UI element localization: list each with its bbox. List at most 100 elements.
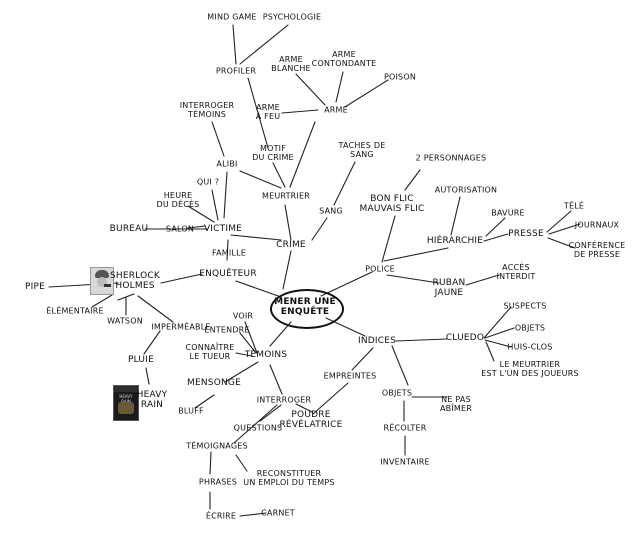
connector-line [485, 341, 495, 362]
node-temoignages: TÉMOIGNAGES [186, 441, 248, 451]
node-meurtrier: MEURTRIER [261, 191, 311, 201]
connector-line [187, 225, 206, 229]
heavy-rain-cover-image: HEAVY RAIN [113, 385, 139, 421]
node-objets: OBJETS [381, 388, 413, 398]
connector-line [223, 171, 228, 219]
node-connaitre-le-tueur: CONNAÎTRE LE TUEUR [185, 343, 235, 361]
connector-line [91, 294, 113, 308]
connector-line [235, 280, 282, 298]
connector-line [239, 170, 282, 189]
node-profiler: PROFILER [215, 66, 257, 76]
connector-line [484, 327, 515, 339]
node-mensonge: MENSONGE [187, 378, 241, 388]
connector-line [272, 162, 286, 188]
node-pluie: PLUIE [128, 355, 154, 365]
node-ecrire: ÉCRIRE [205, 511, 237, 521]
connector-line [383, 247, 449, 262]
node-journaux: JOURNAUX [574, 220, 620, 230]
connector-line [548, 223, 581, 235]
node-suspects: SUSPECTS [503, 301, 547, 311]
node-bavure: BAVURE [491, 208, 525, 218]
node-arme-a-feu: ARME À FEU [255, 103, 281, 121]
central-node: MENER UNE ENQUÊTE [274, 297, 336, 317]
node-arme-blanche: ARME BLANCHE [271, 55, 311, 73]
node-2-personnages: 2 PERSONNAGES [415, 153, 487, 163]
node-salon: SALON [165, 224, 195, 234]
cover-title: HEAVY RAIN [119, 394, 133, 404]
connector-line [235, 454, 248, 472]
connector-line [450, 196, 461, 236]
node-indices: INDICES [357, 336, 397, 346]
connector-line [239, 24, 289, 65]
connector-line [194, 394, 215, 409]
connector-line [485, 217, 506, 237]
node-inventaire: INVENTAIRE [380, 457, 430, 467]
node-empreintes: EMPREINTES [323, 371, 377, 381]
node-bureau: BUREAU [109, 224, 149, 234]
node-le-meurtrier-est-lun-des-joueurs: LE MEURTRIER EST L'UN DES JOUEURS [481, 360, 579, 378]
connector-line [295, 403, 313, 413]
node-alibi: ALIBI [216, 159, 238, 169]
connector-line [211, 189, 219, 221]
node-arme-contondante: ARME CONTONDANTE [311, 50, 377, 68]
node-elementaire: ÉLÉMENTAIRE [46, 306, 104, 316]
node-autorisation: AUTORISATION [434, 185, 498, 195]
connector-line [484, 339, 512, 348]
node-bon-flic-mauvais-flic: BON FLIC MAUVAIS FLIC [359, 194, 425, 214]
node-psychologie: PSYCHOLOGIE [262, 12, 322, 22]
node-qui: QUI ? [196, 177, 220, 187]
node-poison: POISON [383, 72, 417, 82]
connector-line [235, 352, 253, 357]
node-questions: QUESTIONS [233, 423, 283, 433]
node-arme: ARME [324, 105, 348, 115]
node-crime: CRIME [276, 240, 306, 250]
connector-line [160, 273, 203, 284]
connector-line [247, 77, 269, 149]
node-watson: WATSON [107, 316, 143, 326]
connector-line [465, 274, 500, 286]
node-temoins: TÉMOINS [244, 350, 288, 360]
connector-line [546, 210, 572, 233]
node-hierarchie: HIÉRARCHIE [426, 236, 484, 246]
node-objets-cluedo: OBJETS [514, 323, 546, 333]
node-sherlock-holmes: SHERLOCK HOLMES [110, 271, 160, 291]
central-node-oval [270, 289, 344, 329]
node-interroger-temoins: INTERROGER TÉMOINS [179, 101, 235, 119]
node-tele: TÉLÉ [563, 201, 585, 211]
node-bluff: BLUFF [178, 406, 204, 416]
connector-line [259, 404, 282, 422]
connector-line [289, 121, 316, 188]
node-motif-du-crime: MOTIF DU CRIME [252, 144, 294, 162]
node-voir: VOIR [232, 311, 254, 321]
node-poudre-revelatrice: POUDRE RÉVÉLATRICE [279, 410, 343, 430]
connector-line [320, 271, 373, 297]
connector-line [137, 295, 174, 323]
node-ruban-jaune: RUBAN JAUNE [432, 278, 466, 298]
connector-line [187, 205, 215, 223]
node-sang: SANG [319, 206, 343, 216]
connector-line [233, 404, 278, 444]
connector-line [386, 274, 440, 284]
node-heavy-rain: HEAVY RAIN [136, 390, 168, 410]
connector-line [209, 451, 212, 475]
connector-line [547, 237, 576, 249]
connector-line [239, 332, 257, 354]
connector-line [381, 215, 396, 263]
connector-line [351, 347, 374, 371]
node-phrases: PHRASES [198, 477, 238, 487]
node-taches-de-sang: TACHES DE SANG [338, 141, 386, 159]
connector-line [295, 73, 326, 106]
connector-line [284, 204, 292, 241]
node-huis-clos: HUIS-CLOS [507, 342, 553, 352]
node-presse: PRESSE [508, 229, 544, 239]
connector-line [244, 321, 258, 354]
connector-line [395, 338, 448, 342]
connector-line [282, 250, 292, 290]
node-interroger: INTERROGER [256, 395, 312, 405]
node-recolter: RÉCOLTER [383, 423, 427, 433]
connector-line [404, 169, 421, 191]
connector-line [117, 293, 135, 301]
connector-line [143, 330, 161, 355]
sherlock-holmes-image [90, 267, 114, 295]
